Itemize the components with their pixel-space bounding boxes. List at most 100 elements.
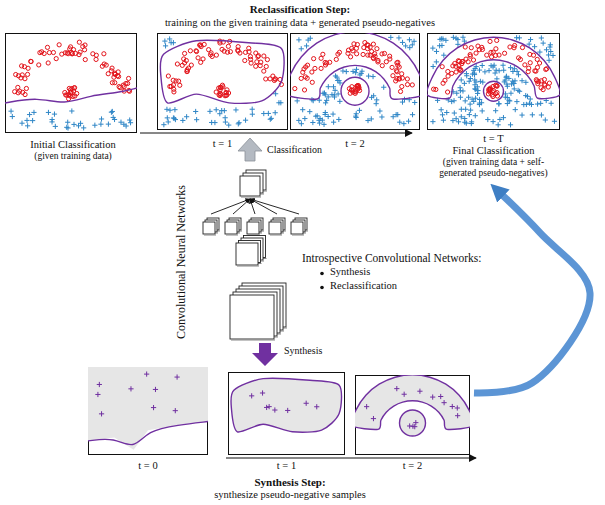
positive-sample [513,43,517,47]
plot-frame [229,373,345,455]
positive-sample [225,88,229,92]
negative-sample [467,112,472,117]
positive-sample [355,52,359,56]
pseudo-negative-sample [504,75,509,80]
negative-sample [53,124,58,129]
positive-sample [38,51,42,55]
positive-sample [177,79,181,83]
positive-sample [395,77,399,81]
feature-map-shade [231,340,275,341]
pseudo-negative-sample [434,49,439,54]
negative-sample [243,118,248,123]
feature-map-shade [226,235,238,236]
positive-sample [19,64,23,68]
negative-sample [194,117,199,122]
positive-sample [445,90,449,94]
pseudo-negative-sample [403,43,408,48]
positive-sample [262,54,266,58]
negative-sample [121,122,126,127]
positive-sample [395,70,399,74]
pseudo-negative-sample [451,35,456,40]
decision-boundary [290,33,420,99]
scatter-plot [290,33,420,127]
plot-panel: t = TFinal Classification(given training… [427,33,560,179]
negative-sample [46,110,51,115]
positive-sample [168,84,172,88]
positive-sample [247,46,251,50]
positive-sample [238,51,242,55]
conv-layer [236,236,267,267]
synthesis-boundary [88,422,208,445]
pseudo-negative-sample [335,78,340,83]
negative-sample [98,122,103,127]
negative-sample [330,111,335,116]
negative-sample [331,120,336,125]
pseudo-negative-sample [296,37,301,42]
positive-sample [334,57,338,61]
positive-sample [262,69,266,73]
positive-sample [189,63,193,67]
feature-map [230,295,274,339]
positive-sample [63,51,67,55]
negative-sample [223,115,228,120]
negative-sample [165,115,170,120]
positive-sample [526,70,530,74]
positive-sample [468,54,472,58]
pseudo-negative-sample [412,424,417,429]
negative-sample [236,120,241,125]
plot-panel: t = 2 [355,375,470,472]
pseudo-negative-sample [457,85,462,90]
negative-sample [401,121,406,126]
feature-cube [269,218,286,235]
positive-sample [400,72,404,76]
pseudo-negative-sample [546,58,551,63]
pseudo-negative-sample [97,382,102,387]
pseudo-negative-sample [467,79,472,84]
positive-sample [188,49,192,53]
feedback-arrow [474,193,590,393]
pseudo-negative-sample [500,63,505,68]
plot-frame [428,34,560,130]
annotation-text: Synthesis [330,266,370,278]
plot-panel: t = 1 [157,33,288,150]
pseudo-negative-sample [369,95,374,100]
annotation-text: training on the given training data + ge… [165,17,435,29]
negative-sample [391,114,396,119]
positive-sample [178,83,182,87]
pseudo-negative-sample [525,94,530,99]
positive-sample [180,63,184,67]
bullet-point [320,286,324,290]
positive-sample [223,94,227,98]
negative-sample [64,125,69,130]
pseudo-negative-sample [151,405,156,410]
positive-sample [225,50,229,54]
pseudo-negative-sample [374,97,379,102]
positive-sample [23,77,27,81]
pseudo-negative-sample [153,387,158,392]
layer-connection [250,199,299,214]
pseudo-negative-sample [272,407,277,412]
pseudo-negative-sample [462,81,467,86]
plot-frame [158,34,288,130]
positive-sample [440,65,444,69]
negative-sample [109,110,114,115]
negative-sample [377,108,382,113]
step-heading: Synthesis Step: [254,476,325,489]
pseudo-negative-sample [396,35,401,40]
positive-sample [226,44,230,48]
positive-sample [431,87,435,91]
negative-sample [71,122,76,127]
pseudo-negative-sample [468,76,473,81]
positive-sample [495,84,499,88]
positive-sample [487,87,491,91]
negative-sample [219,108,224,113]
positive-sample [535,65,539,69]
positive-sample [535,79,539,83]
pseudo-negative-sample [548,49,553,54]
positive-sample [26,66,30,70]
layer-connection [211,199,250,214]
negative-sample [296,118,301,123]
positive-sample [182,57,186,61]
pseudo-negative-sample [455,405,460,410]
